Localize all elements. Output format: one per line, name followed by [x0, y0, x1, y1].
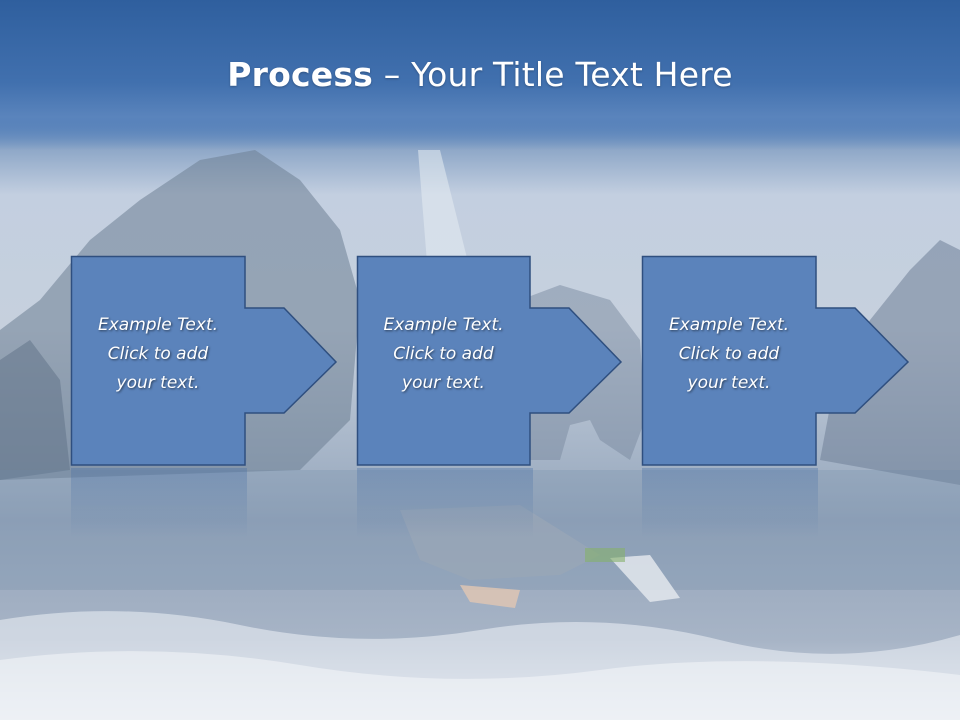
title-bar	[0, 0, 960, 150]
step-text-line-3: your text.	[687, 373, 771, 393]
step-reflection	[642, 468, 818, 538]
process-step-1[interactable]: Example Text. Click to add your text.	[70, 255, 338, 466]
slide-title[interactable]: Process – Your Title Text Here	[0, 53, 960, 97]
step-text-line-2: Click to add	[107, 344, 209, 364]
step-text-line-2: Click to add	[393, 344, 494, 364]
process-step-2[interactable]: Example Text. Click to add your text.	[356, 255, 623, 466]
process-step-3[interactable]: Example Text. Click to add your text.	[641, 255, 910, 466]
step-text: Example Text. Click to add your text.	[642, 311, 816, 398]
step-text-line-1: Example Text.	[383, 315, 504, 335]
title-rest: – Your Title Text Here	[373, 55, 733, 94]
step-text-line-1: Example Text.	[97, 315, 219, 335]
arrow-block-shape	[356, 255, 623, 466]
step-text-line-3: your text.	[116, 373, 200, 393]
step-reflection	[71, 468, 247, 538]
step-text-line-2: Click to add	[678, 344, 780, 364]
step-text: Example Text. Click to add your text.	[71, 311, 245, 398]
arrow-block-shape	[641, 255, 910, 466]
step-reflection	[357, 468, 533, 538]
step-text: Example Text. Click to add your text.	[357, 311, 530, 398]
step-text-line-1: Example Text.	[668, 315, 790, 335]
arrow-block-shape	[70, 255, 338, 466]
step-text-line-3: your text.	[402, 373, 485, 393]
title-bold: Process	[227, 55, 374, 94]
